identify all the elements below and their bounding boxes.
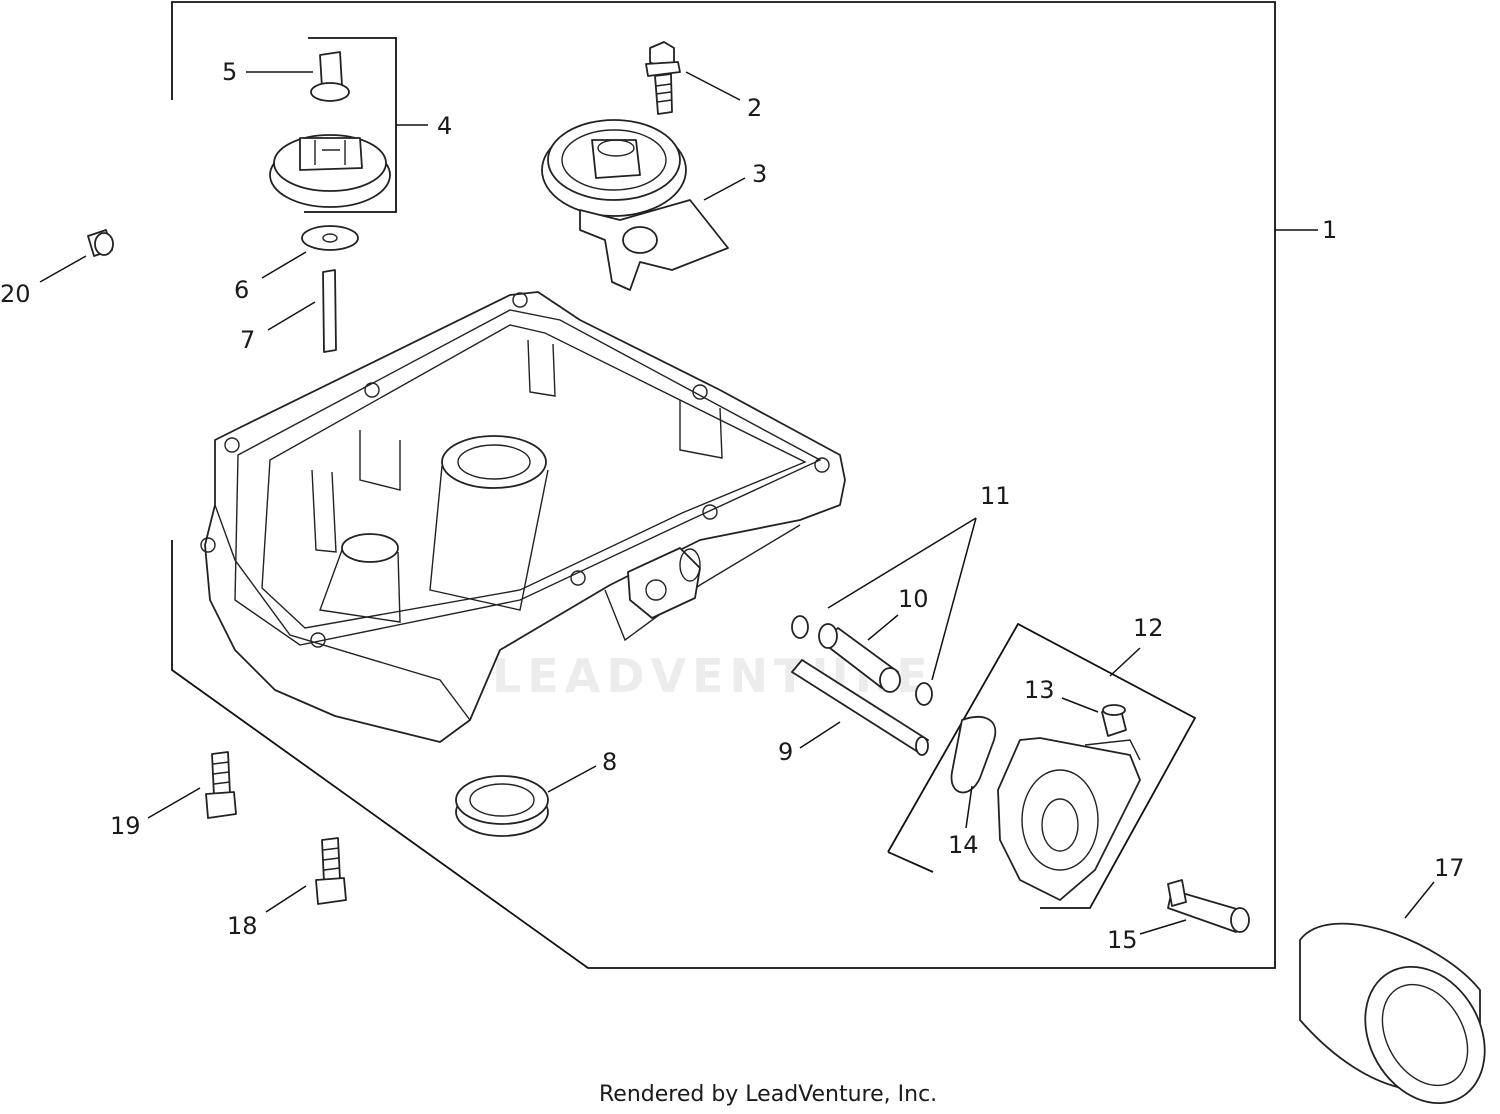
callout-2: 2 [747,94,762,122]
assembly-frame [171,1,1276,969]
callout-15: 15 [1107,926,1138,954]
part-19-bolt [205,751,237,819]
part-14-gasket [950,716,997,794]
footer-credit: Rendered by LeadVenture, Inc. [599,1082,937,1107]
part-7-shaft [322,269,337,353]
callout-labels: 1 2 3 4 5 6 7 8 9 10 11 12 13 14 15 17 1… [0,58,1465,954]
callout-14: 14 [948,831,979,859]
callout-12: 12 [1133,614,1164,642]
part-15-bolt [1167,879,1250,933]
leader-lines [39,71,1435,935]
callout-19: 19 [110,812,141,840]
callout-4: 4 [437,112,452,140]
callout-20: 20 [0,280,31,308]
bracket-12 [887,851,934,873]
crankcase-oil-pan [200,291,846,743]
callout-5: 5 [222,58,237,86]
part-4-gear [269,134,391,208]
part-3-governor-gear [541,119,729,291]
callout-8: 8 [602,748,617,776]
callout-9: 9 [778,738,793,766]
callout-13: 13 [1024,676,1055,704]
part-8-seal [455,775,549,837]
part-11-o-rings [791,615,933,706]
part-13-plug [1101,704,1127,737]
bracket-12-box [887,622,1197,909]
callout-11: 11 [980,482,1011,510]
callout-6: 6 [234,276,249,304]
part-12-cover [997,737,1141,901]
part-5-pin [310,51,350,102]
callout-10: 10 [898,585,929,613]
part-20-plug [87,229,114,257]
callout-18: 18 [227,912,258,940]
part-6-washer [301,225,359,251]
callout-7: 7 [240,326,255,354]
callout-1: 1 [1322,216,1337,244]
part-18-bolt [315,837,347,905]
part-2-bolt [645,41,681,115]
callout-3: 3 [752,160,767,188]
part-9-tube [791,659,929,756]
part-17-oil-filter [1299,922,1486,1105]
callout-17: 17 [1434,854,1465,882]
part-10-fitting [818,623,901,693]
